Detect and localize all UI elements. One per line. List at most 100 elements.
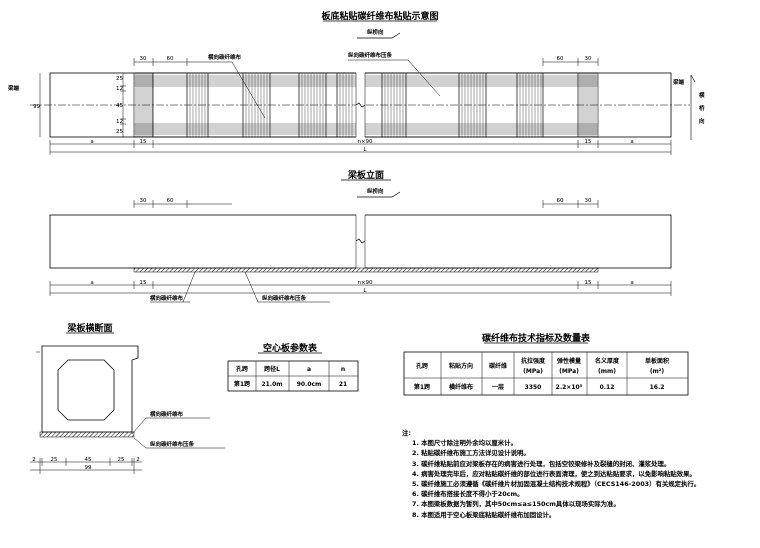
plan-label-transverse-cfrp: 横向碳纤维布 — [208, 53, 242, 61]
section-label-transverse-cfrp: 横向碳纤维布 — [150, 410, 184, 418]
note-item-2: 2. 粘贴碳纤维布施工方法详见设计说明。 — [412, 449, 530, 458]
spec-table-title: 碳纤维布技术指标及数量表 — [482, 332, 591, 344]
elev-dim-60-left: 60 — [167, 198, 174, 204]
elev-dim-a-right: a — [630, 280, 633, 286]
dim-25-top: 25 — [116, 76, 123, 82]
transverse-dir-char-3: 向 — [699, 117, 705, 125]
param-header-2: a — [307, 366, 311, 373]
notes-header: 注: — [402, 429, 411, 437]
spec-cell-6: 16.2 — [650, 384, 665, 391]
elev-dim-15-right: 15 — [585, 280, 592, 286]
spec-unit-3: (MPa) — [523, 368, 543, 375]
elev-dim-60-right: 60 — [557, 198, 564, 204]
section-dim-4: 2 — [136, 457, 140, 463]
plan-title: 板底粘贴碳纤维布粘贴示意图 — [321, 10, 438, 22]
param-cell-0: 第1跨 — [233, 380, 251, 388]
param-header-3: n — [341, 366, 345, 373]
spec-cell-3: 3350 — [525, 384, 542, 391]
dim-30-right: 30 — [585, 56, 592, 62]
spec-table: 碳纤维布技术指标及数量表 孔跨 粘贴方向 碳纤维 抗拉强度 (MPa) 弹性模量… — [403, 332, 689, 396]
cross-section-view: 梁板横断面 横向碳纤维布 纵向碳纤维布压条 2 25 45 25 2 99 — [30, 322, 225, 474]
param-table-title: 空心板参数表 — [263, 342, 318, 354]
spec-cell-5: 0.12 — [600, 384, 615, 391]
elevation-label-transverse-cfrp: 横向碳纤维布 — [150, 294, 184, 302]
spec-cell-1: 横纤维布 — [449, 383, 473, 391]
dim-a-left: a — [90, 139, 93, 145]
section-label-longitudinal-strip: 纵向碳纤维布压条 — [149, 440, 195, 448]
elev-dim-a-left: a — [90, 280, 93, 286]
param-cell-1: 21.0m — [261, 381, 282, 388]
note-item-5: 5. 碳纤维施工必须遵循《碳纤维片材加固混凝土结构技术规程》（CECS146-2… — [412, 480, 701, 489]
note-item-3: 3. 碳纤维粘贴前应对梁板存在的病害进行处理，包括空铰梁修补及裂缝的封闭、灌浆处… — [412, 459, 671, 468]
elev-dim-n90: n×90 — [357, 280, 373, 286]
plan-bottom-dimensions: a 15 n×90 15 a L — [49, 139, 672, 155]
dim-45-plan: 45 — [116, 103, 123, 109]
plan-longitudinal-dir: 纵桥向 — [366, 28, 384, 36]
section-dim-3: 25 — [118, 457, 125, 463]
elev-dim-L: L — [363, 288, 367, 294]
dim-12-bottom: 12 — [116, 119, 123, 125]
dim-15-left: 15 — [140, 139, 147, 145]
spec-unit-4: (MPa) — [559, 368, 579, 375]
dim-99-plan: 99 — [33, 104, 40, 110]
spec-header-2: 碳纤维 — [489, 362, 507, 370]
plan-direction-arrow — [357, 32, 401, 39]
section-dim-2: 45 — [85, 457, 92, 463]
transverse-dir-char-2: 桥 — [699, 104, 705, 112]
elevation-label-longitudinal-strip: 纵向碳纤维布压条 — [261, 294, 307, 302]
dim-30-left: 30 — [140, 56, 147, 62]
param-header-0: 孔跨 — [236, 365, 249, 373]
dim-60-left: 60 — [167, 56, 174, 62]
note-item-4: 4. 病害处理完毕后，应对粘贴碳纤维的部位进行表面清理，使之到达粘贴要求，以免影… — [412, 469, 696, 478]
notes-block: 注: 1. 本图尺寸除注明外余均以厘米计。 2. 粘贴碳纤维布施工方法详见设计说… — [402, 428, 752, 520]
plan-beam-end-right: 梁端 — [672, 78, 685, 86]
section-dim-0: 2 — [32, 457, 36, 463]
note-item-8: 8. 本图适用于空心板梁底粘贴碳纤维布加固设计。 — [412, 510, 556, 519]
param-table: 空心板参数表 孔跨 跨径L a n 第1跨 21.0m 90.0cm 21 — [227, 342, 359, 392]
spec-header-1: 粘贴方向 — [448, 362, 473, 370]
plan-top-dimensions: 30 60 60 30 — [133, 56, 599, 66]
spec-unit-6: (m²) — [650, 368, 665, 375]
spec-unit-5: (mm) — [598, 368, 616, 375]
section-dim-1: 25 — [51, 457, 58, 463]
note-item-1: 1. 本图尺寸除注明外余均以厘米计。 — [412, 439, 517, 448]
param-header-1: 跨径L — [264, 365, 280, 373]
elev-dim-15-left: 15 — [140, 280, 147, 286]
transverse-dir-char-1: 横 — [699, 91, 705, 99]
dim-12-top: 12 — [116, 86, 123, 92]
spec-header-3: 抗拉强度 — [521, 357, 546, 365]
dim-15-right: 15 — [585, 139, 592, 145]
section-cfrp-layer — [39, 431, 135, 438]
section-outline — [41, 345, 139, 433]
spec-header-0: 孔跨 — [416, 362, 429, 370]
spec-header-5: 名义厚度 — [595, 357, 620, 365]
elevation-longitudinal-dir: 纵桥向 — [366, 187, 384, 195]
spec-cell-2: 一层 — [492, 383, 504, 391]
elevation-title: 梁板立面 — [347, 169, 384, 181]
elev-dim-30-left: 30 — [140, 198, 147, 204]
param-cell-2: 90.0cm — [297, 381, 322, 388]
elev-dim-30-right: 30 — [585, 198, 592, 204]
spec-header-4: 弹性模量 — [557, 357, 581, 365]
plan-label-longitudinal-strip: 纵向碳纤维布压条 — [347, 51, 393, 59]
note-item-6: 6. 碳纤维布搭接长度不得小于20cm。 — [412, 490, 524, 499]
spec-cell-4: 2.2×10⁵ — [556, 384, 583, 391]
plan-cfrp-zone — [133, 71, 599, 139]
dim-L: L — [363, 147, 367, 153]
note-item-7: 7. 本图梁板数据为暂列，其中50cm≤a≤150cm具体以现场实际为准。 — [412, 500, 620, 509]
section-hollow-core — [57, 359, 115, 421]
transverse-direction-indicator: 横 桥 向 — [690, 74, 705, 140]
plan-beam-end-left: 梁端 — [7, 84, 20, 92]
spec-cell-0: 第1跨 — [413, 383, 431, 391]
dim-n90: n×90 — [357, 139, 373, 145]
leader-transverse-cfrp — [231, 61, 266, 119]
param-cell-3: 21 — [339, 381, 347, 388]
dim-a-right: a — [630, 139, 633, 145]
spec-header-6: 单板面积 — [645, 357, 669, 365]
section-title: 梁板横断面 — [66, 322, 112, 334]
section-dim-5: 99 — [85, 465, 92, 471]
dim-25-bottom: 25 — [116, 129, 123, 135]
elevation-cfrp-layer — [133, 267, 599, 273]
leader-longitudinal-strip — [407, 59, 441, 97]
